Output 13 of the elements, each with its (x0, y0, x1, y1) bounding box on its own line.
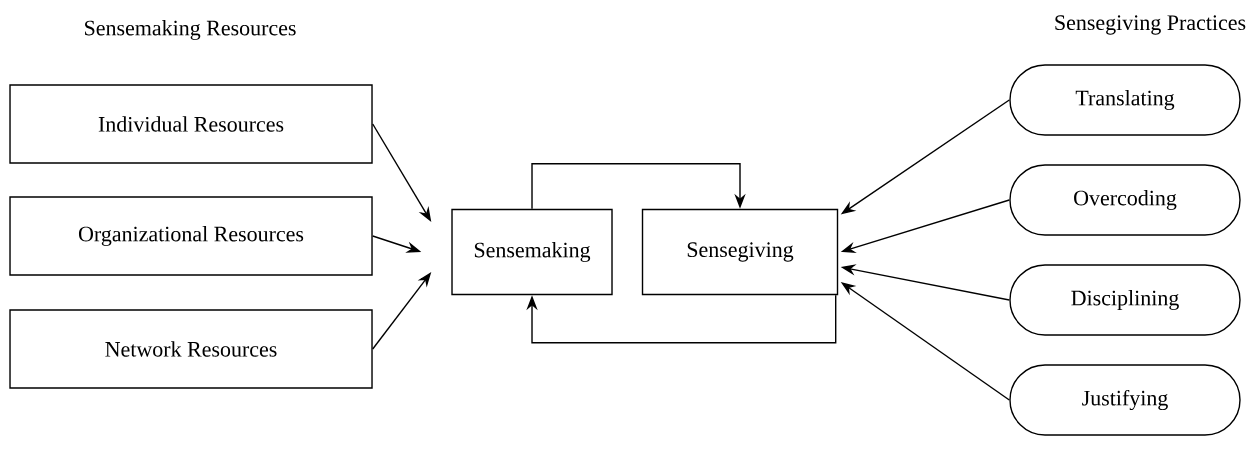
rounded-box: Overcoding (1009, 164, 1241, 236)
arrow (531, 163, 746, 210)
heading: Sensemaking Resources (85, 20, 296, 40)
arrow (526, 294, 837, 344)
rounded-box: Disciplining (1009, 264, 1241, 336)
process-box: Individual Resources (9, 84, 373, 164)
heading: Sensegiving Practices (1055, 15, 1246, 35)
process-box: Sensemaking (451, 208, 613, 296)
process-box: Network Resources (9, 309, 373, 389)
rounded-box: Justifying (1009, 364, 1241, 436)
process-box: Organizational Resources (9, 196, 373, 276)
process-box: Sensegiving (641, 208, 839, 296)
rounded-box: Translating (1009, 64, 1241, 136)
